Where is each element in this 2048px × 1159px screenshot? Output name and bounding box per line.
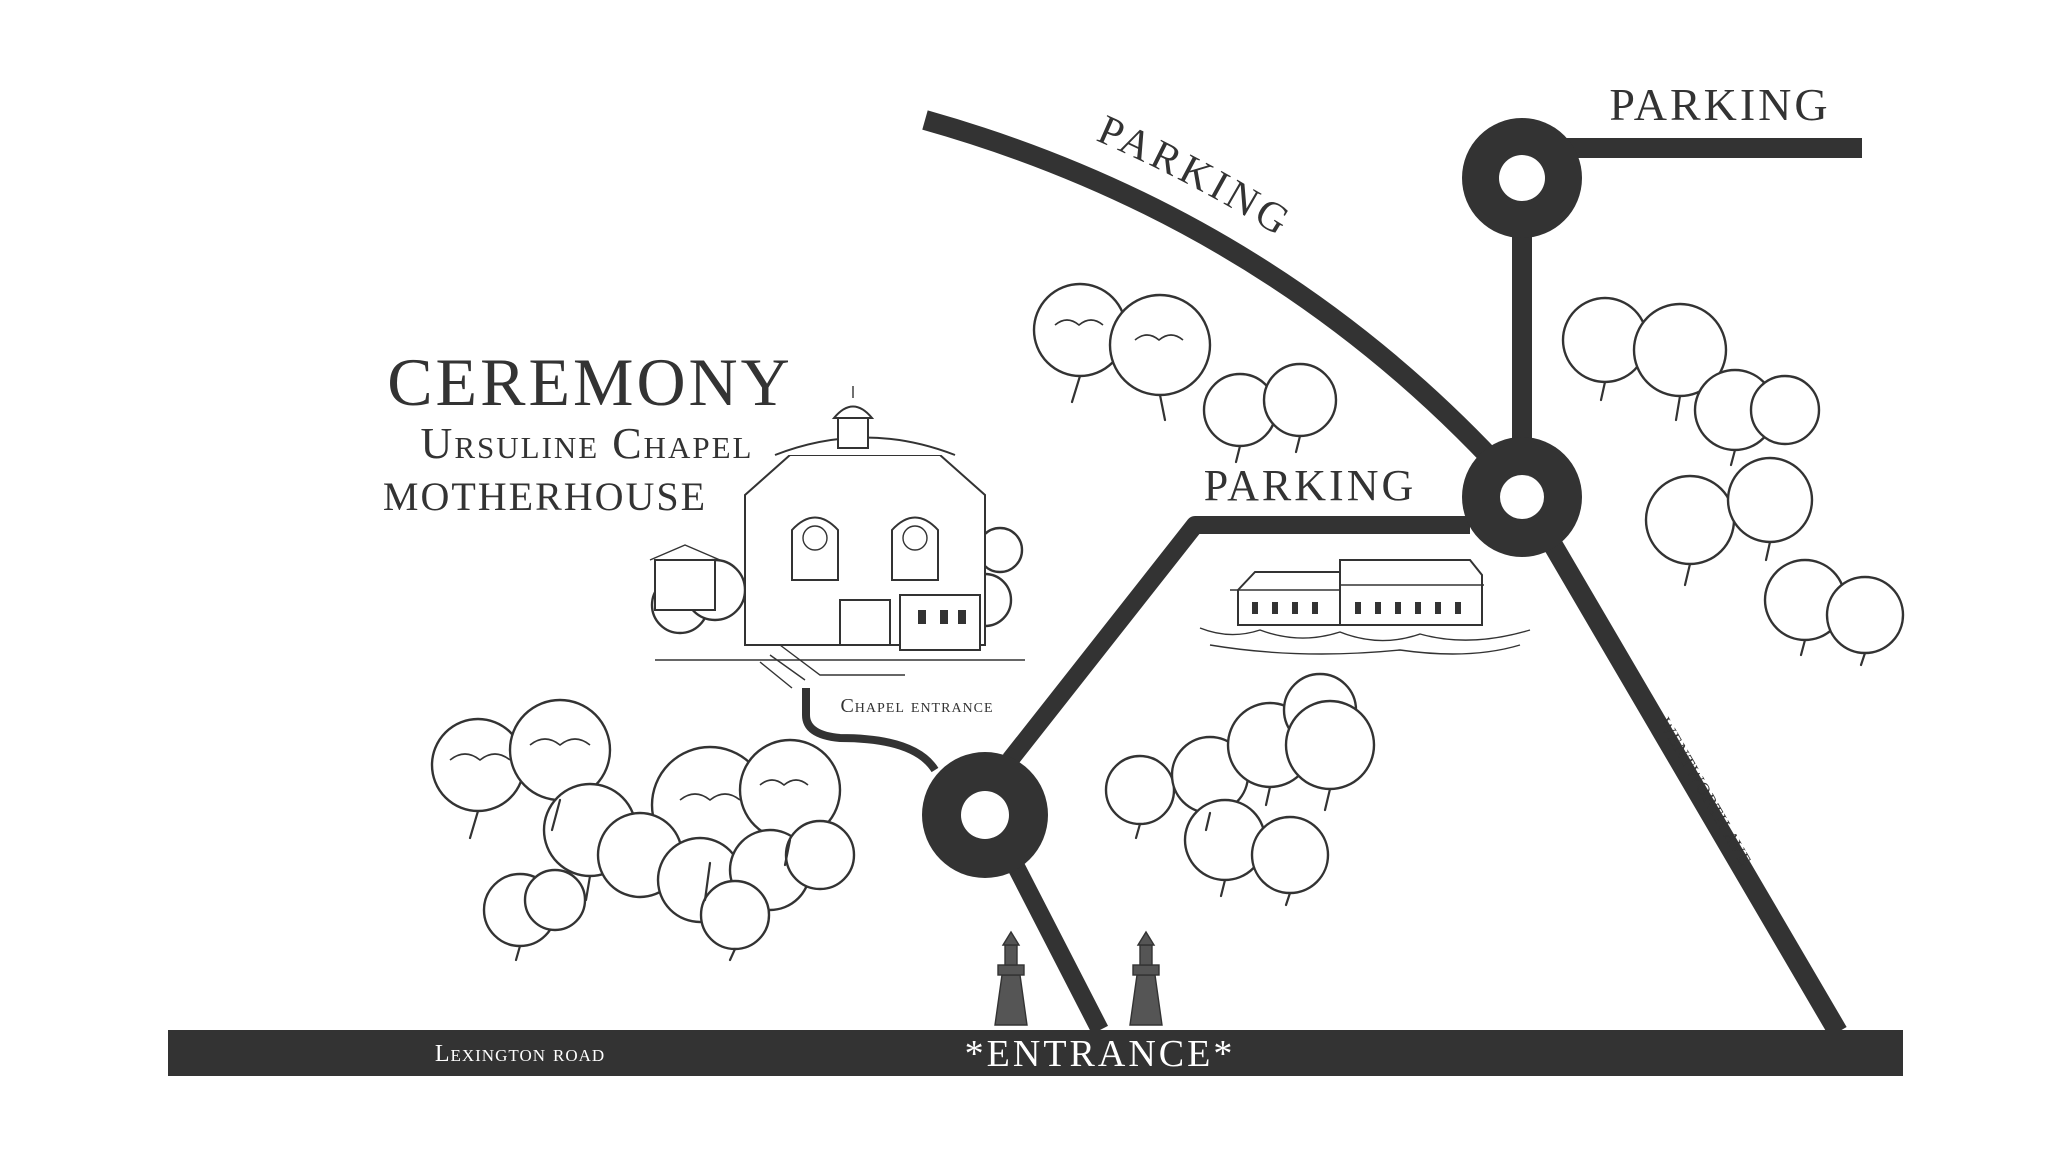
lexington-road-bar	[168, 1030, 1903, 1076]
long-building-illustration-icon	[1199, 559, 1531, 655]
middle-parking-road	[1002, 516, 1470, 766]
tree-cluster-icon	[430, 698, 856, 962]
tree-cluster-icon	[1561, 296, 1905, 667]
roundabout-lower	[922, 752, 1048, 878]
roundabout-top	[1462, 118, 1582, 238]
chapel-illustration-icon	[649, 386, 1025, 689]
road-network	[168, 110, 1903, 1076]
venue-name: Ursuline Chapel	[421, 419, 754, 468]
gate-pillar-icon	[1129, 930, 1163, 1026]
wentworth-ave-road	[1541, 534, 1847, 1038]
wentworth-ave-label: WENTWORTH AVE	[1655, 714, 1756, 870]
gate-pillar-icon	[994, 930, 1028, 1026]
entrance-road	[1001, 850, 1109, 1035]
parking-label-top-right: PARKING	[1609, 79, 1830, 130]
curved-road	[922, 110, 1528, 497]
chapel-entrance-label: Chapel entrance	[840, 695, 993, 717]
venue-subtitle: MOTHERHOUSE	[383, 474, 707, 519]
parking-label-middle: PARKING	[1204, 461, 1417, 510]
tree-cluster-icon	[1104, 672, 1376, 907]
chapel-entrance-path	[802, 688, 939, 773]
lexington-road-label: Lexington road	[435, 1041, 605, 1067]
tree-cluster-icon	[1032, 282, 1338, 464]
ceremony-title: CEREMONY	[387, 344, 793, 420]
entrance-label: *ENTRANCE*	[965, 1033, 1236, 1075]
roundabout-middle	[1462, 437, 1582, 557]
